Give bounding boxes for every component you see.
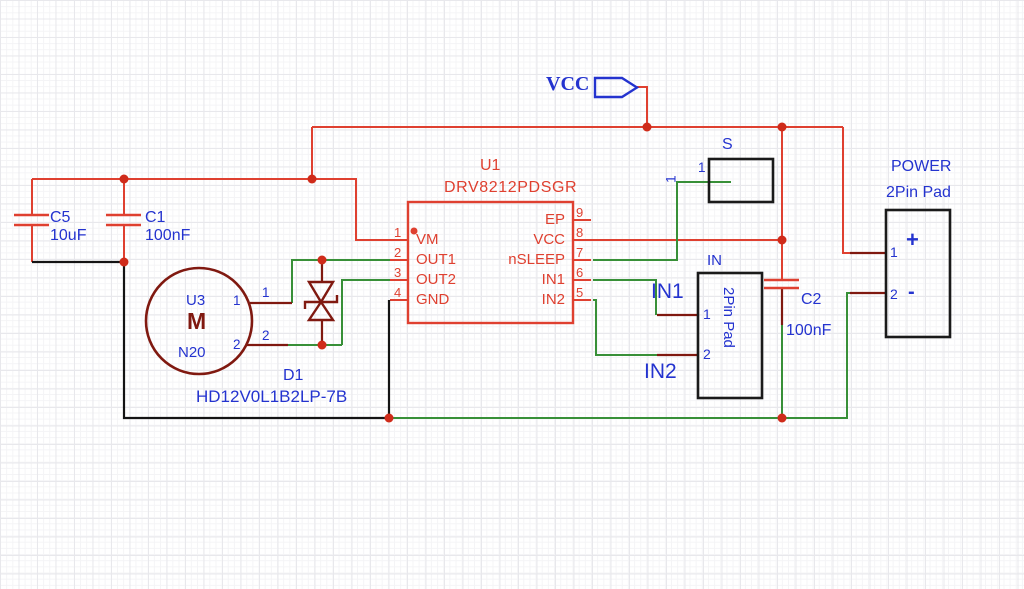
capacitor-c2-symbol[interactable]: [764, 278, 799, 290]
u1-chip-body[interactable]: [406, 200, 575, 325]
u1-pin-number-9: 9: [576, 205, 584, 220]
motor-value[interactable]: N20: [178, 344, 206, 361]
motor-body[interactable]: [144, 266, 254, 376]
junction-dot: [384, 413, 394, 423]
power-pin-number-2: 2: [890, 286, 898, 302]
power-minus-sign: -: [908, 281, 915, 303]
wire-in2[interactable]: [593, 299, 657, 356]
switch-s-pin-number-rotated: 1: [663, 175, 679, 183]
c1-value[interactable]: 100nF: [145, 227, 191, 244]
wire-vcc-flag-drop[interactable]: [637, 86, 648, 127]
power-plus-sign: +: [906, 227, 919, 252]
u1-pin-number-8: 8: [576, 225, 584, 240]
c2-refdes[interactable]: C2: [801, 291, 822, 308]
in-type-label: 2Pin Pad: [719, 287, 737, 348]
u1-pin-number-6: 6: [576, 265, 584, 280]
capacitor-c1-symbol[interactable]: [106, 213, 141, 227]
c1-refdes[interactable]: C1: [145, 209, 166, 226]
capacitor-c5-symbol[interactable]: [14, 213, 49, 227]
c5-refdes[interactable]: C5: [50, 209, 71, 226]
u1-pin-name-out2: OUT2: [416, 271, 457, 288]
net-label-in1[interactable]: IN1: [651, 280, 684, 303]
u1-pin-name-gnd: GND: [416, 291, 450, 308]
u1-pin1-indicator-dot: [410, 227, 418, 235]
u1-refdes[interactable]: U1: [480, 157, 501, 174]
u1-pin-number-4: 4: [394, 285, 402, 300]
junction-dot: [777, 235, 787, 245]
u1-part-number[interactable]: DRV8212PDSGR: [444, 179, 578, 196]
u1-pin-number-3: 3: [394, 265, 402, 280]
wire-vm[interactable]: [312, 178, 390, 241]
wire-power-pin1[interactable]: [842, 127, 852, 254]
in-refdes[interactable]: IN: [707, 252, 722, 269]
junction-dot: [317, 340, 327, 350]
in-pin-number-1: 1: [703, 306, 711, 322]
wire-nsleep-switch[interactable]: [593, 181, 731, 261]
u1-pin-name-in2: IN2: [541, 291, 565, 308]
switch-s-refdes[interactable]: S: [722, 136, 733, 153]
d1-part-number[interactable]: HD12V0L1B2LP-7B: [196, 387, 348, 406]
wire-in1[interactable]: [593, 279, 657, 315]
u1-pin-number-1: 1: [394, 225, 402, 240]
u1-pin-name-ep: EP: [544, 211, 565, 228]
wire-out2[interactable]: [341, 279, 390, 345]
motor-pin-number-2: 2: [262, 328, 270, 343]
vcc-net-label[interactable]: VCC: [546, 73, 590, 95]
c5-value[interactable]: 10uF: [50, 227, 87, 244]
u1-pin-name-out1: OUT1: [416, 251, 457, 268]
motor-symbol-letter: M: [187, 308, 207, 334]
u1-pin-number-5: 5: [576, 285, 584, 300]
junction-dot: [777, 413, 787, 423]
u1-pin-name-vcc: VCC: [533, 231, 565, 248]
power-pin-number-1: 1: [890, 244, 898, 260]
in-pin-number-2: 2: [703, 346, 711, 362]
u1-pin-name-nsleep: nSLEEP: [508, 251, 565, 268]
junction-dot: [642, 122, 652, 132]
junction-dot: [119, 257, 129, 267]
u1-pin-name-in1: IN1: [541, 271, 565, 288]
net-label-in2[interactable]: IN2: [644, 360, 677, 383]
wire-out1[interactable]: [291, 259, 390, 303]
u1-pin-number-2: 2: [394, 245, 402, 260]
d1-refdes[interactable]: D1: [283, 367, 304, 384]
power-refdes[interactable]: POWER: [891, 158, 952, 175]
motor-refdes[interactable]: U3: [186, 292, 206, 309]
wire-gnd-left[interactable]: [122, 262, 389, 420]
motor-pin-name-2: 2: [233, 337, 241, 352]
power-type-label: 2Pin Pad: [886, 184, 951, 201]
u1-pin-number-7: 7: [576, 245, 584, 260]
vcc-flag-symbol[interactable]: [593, 76, 640, 99]
junction-dots: [119, 122, 787, 423]
in-connector-body[interactable]: [696, 271, 764, 400]
switch-s-pin-number: 1: [698, 160, 706, 175]
junction-dot: [307, 174, 317, 184]
u1-pin-name-vm: VM: [416, 231, 439, 248]
diode-d1-symbol[interactable]: [303, 280, 339, 322]
motor-pin-number-1: 1: [262, 285, 270, 300]
junction-dot: [119, 174, 129, 184]
power-connector-body[interactable]: [884, 208, 952, 339]
c2-value[interactable]: 100nF: [786, 322, 832, 339]
junction-dot: [317, 255, 327, 265]
wire-gnd-return[interactable]: [389, 292, 851, 419]
switch-s-body[interactable]: [707, 157, 775, 204]
motor-pin-name-1: 1: [233, 293, 241, 308]
junction-dot: [777, 122, 787, 132]
